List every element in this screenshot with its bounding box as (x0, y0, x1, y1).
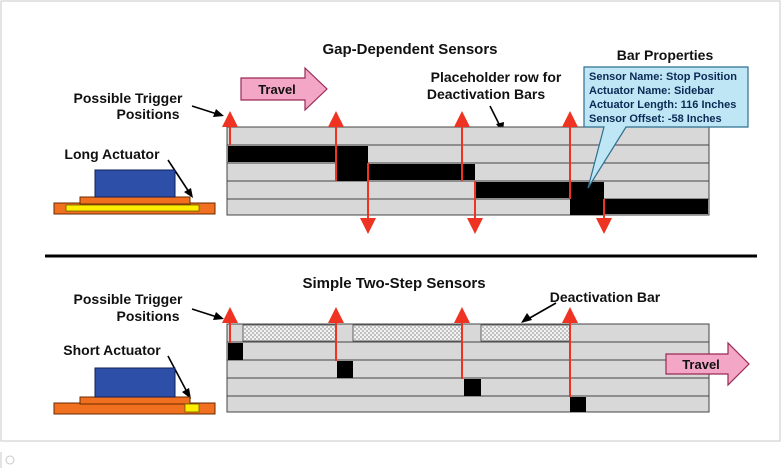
top-up-arrow-2-head (328, 111, 344, 127)
deactivation-bar-1 (242, 324, 337, 342)
deactivation-bar-label: Deactivation Bar (550, 289, 661, 305)
top-down-arrow-3-head (596, 218, 612, 234)
top-up-arrow-1-head (222, 111, 238, 127)
bottom-title: Simple Two-Step Sensors (302, 275, 485, 292)
top-bar-4b (604, 199, 708, 214)
bottom-trigger-label-1: Possible Trigger (74, 291, 183, 307)
long-actuator-block (94, 169, 176, 198)
placeholder-pointer (489, 105, 501, 127)
top-bar-3 (475, 182, 570, 198)
long-actuator-pointer (167, 159, 190, 193)
top-row-1 (226, 126, 710, 146)
bottom-bar-2 (337, 361, 353, 378)
bottom-up-arrow-1-head (222, 307, 238, 323)
top-down-arrow-1-head (360, 218, 376, 234)
top-red-arrows (222, 111, 612, 234)
short-actuator-block (94, 367, 176, 398)
top-up-arrow-4-head (562, 111, 578, 127)
long-actuator (53, 169, 216, 215)
corner-marker (5, 455, 15, 465)
top-bar-2b (368, 164, 475, 180)
callout-title: Bar Properties (617, 47, 714, 63)
top-bar-2a (336, 146, 368, 181)
long-actuator-label: Long Actuator (64, 146, 160, 162)
callout-line-3: Actuator Length: 116 Inches (589, 99, 736, 111)
top-travel-arrow (240, 66, 328, 112)
bottom-bar-3 (464, 379, 481, 396)
bottom-row-2 (226, 341, 710, 361)
top-trigger-pointer-head (213, 109, 224, 117)
deactivation-pointer-head (521, 313, 532, 323)
top-travel-label: Travel (258, 82, 296, 97)
bottom-trigger-pointer (191, 308, 218, 318)
bar-properties-callout (583, 66, 749, 189)
bottom-row-3 (226, 359, 710, 379)
top-down-arrow-2-head (467, 218, 483, 234)
callout-line-4: Sensor Offset: -58 Inches (589, 113, 722, 125)
top-trigger-pointer (191, 105, 218, 115)
short-actuator-pointer (167, 355, 188, 393)
bottom-up-arrow-4-head (562, 307, 578, 323)
placeholder-label-1: Placeholder row for (431, 69, 562, 85)
short-actuator-yellow-tab (184, 403, 200, 413)
bottom-bars (228, 343, 586, 412)
bottom-deactivation-bars (242, 324, 571, 342)
top-bar-1 (228, 146, 336, 162)
bottom-red-arrows (222, 307, 578, 397)
top-bars (228, 146, 708, 215)
long-actuator-step (79, 196, 191, 205)
short-actuator-pointer-head (182, 388, 191, 399)
callout-line-1: Sensor Name: Stop Position (589, 71, 737, 83)
bottom-trigger-label-2: Positions (116, 308, 179, 324)
placeholder-label-2: Deactivation Bars (427, 86, 545, 102)
bottom-trigger-pointer-head (213, 312, 224, 320)
short-actuator-step (79, 396, 191, 405)
bottom-bar-4 (570, 397, 586, 412)
bottom-up-arrow-2-head (328, 307, 344, 323)
top-row-4 (226, 180, 710, 200)
top-bar-4a (570, 182, 604, 215)
bottom-travel-arrow (665, 341, 750, 387)
long-actuator-yellow-strip (65, 204, 200, 212)
bottom-up-arrow-3-head (454, 307, 470, 323)
short-actuator (53, 367, 216, 415)
short-actuator-label: Short Actuator (63, 342, 161, 358)
bottom-row-5 (226, 395, 710, 413)
deactivation-bar-3 (480, 324, 571, 342)
deactivation-bar-2 (352, 324, 463, 342)
callout-line-2: Actuator Name: Sidebar (589, 85, 715, 97)
long-actuator-pointer-head (184, 188, 193, 198)
deactivation-pointer (527, 302, 557, 320)
top-up-arrow-3-head (454, 111, 470, 127)
bottom-bar-1 (228, 343, 243, 360)
top-trigger-label-2: Positions (116, 106, 179, 122)
bottom-travel-label: Travel (682, 357, 720, 372)
top-trigger-label-1: Possible Trigger (74, 90, 183, 106)
top-title: Gap-Dependent Sensors (322, 41, 497, 58)
